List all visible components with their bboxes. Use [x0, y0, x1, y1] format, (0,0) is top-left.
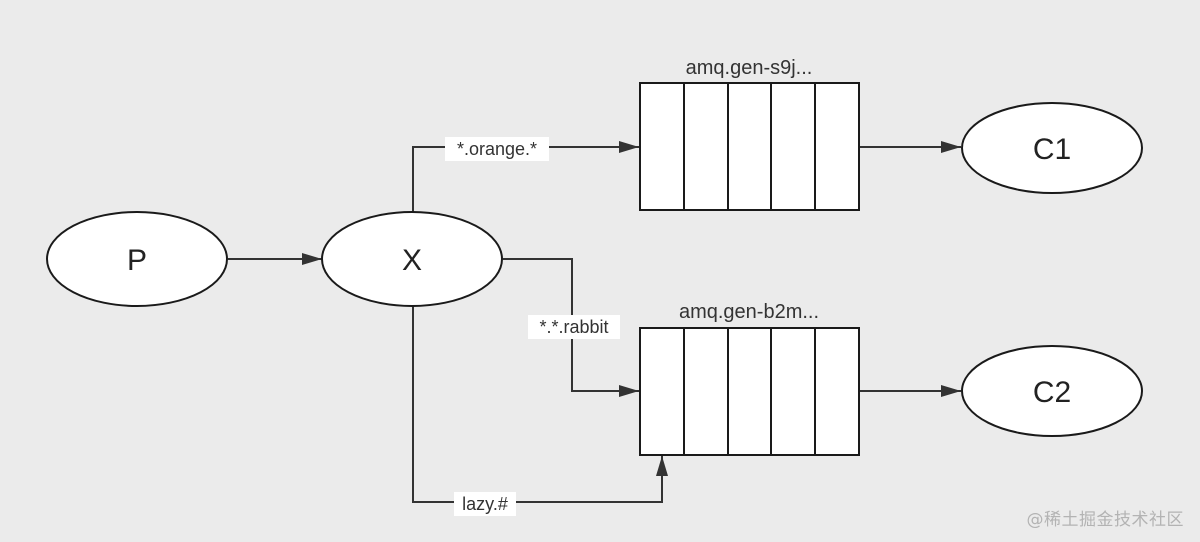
exchange-label: X — [402, 244, 422, 277]
binding-rabbit-label: *.*.rabbit — [539, 317, 608, 337]
binding-orange: *.orange.* — [445, 137, 549, 161]
producer-label: P — [127, 244, 147, 277]
edge-x-to-queue1 — [412, 141, 639, 212]
queue2-label: amq.gen-b2m... — [679, 301, 819, 323]
binding-lazy-label: lazy.# — [462, 494, 508, 514]
queue1-label: amq.gen-s9j... — [686, 57, 813, 79]
queue1: amq.gen-s9j... — [639, 57, 860, 211]
watermark: @稀土掘金技术社区 — [1026, 510, 1184, 530]
binding-rabbit: *.*.rabbit — [528, 315, 620, 339]
consumer2-node: C2 — [961, 345, 1143, 437]
consumer1-label: C1 — [1033, 133, 1071, 166]
edge-x-to-queue2-lazy — [412, 306, 668, 503]
consumer2-label: C2 — [1033, 376, 1071, 409]
consumer1-node: C1 — [961, 102, 1143, 194]
binding-orange-label: *.orange.* — [457, 139, 537, 159]
binding-lazy: lazy.# — [454, 492, 516, 516]
exchange-node: X — [321, 211, 503, 307]
producer-node: P — [46, 211, 228, 307]
queue2: amq.gen-b2m... — [639, 301, 860, 456]
